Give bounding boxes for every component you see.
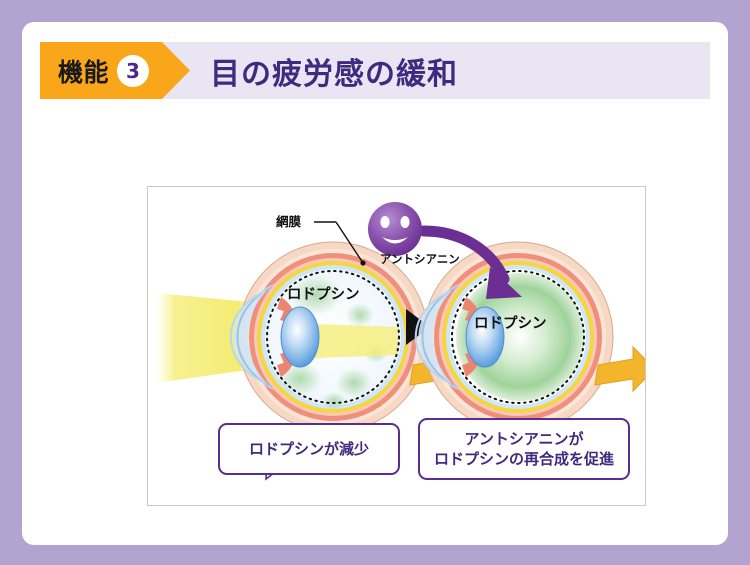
function-badge-label: 機能: [58, 57, 110, 87]
caption-right: アントシアニンが ロドプシンの再合成を促進: [418, 418, 630, 480]
rhodopsin-label-right: ロドプシン: [474, 316, 547, 332]
page-title: 目の疲労感の緩和: [210, 56, 458, 92]
rhodopsin-restored-fill: [456, 273, 584, 401]
caption-right-line2: ロドプシンの再合成を促進: [433, 450, 614, 468]
anthocyanin-smiley-icon: [368, 202, 422, 256]
section-header: 機能 3 目の疲労感の緩和: [40, 42, 710, 99]
right-eye-group: [368, 202, 656, 479]
diagram-stage: 網膜 アントシアニン ロドプシン ロドプシン: [148, 187, 656, 505]
caption-right-text: アントシアニンが ロドプシンの再合成を促進: [434, 429, 614, 470]
caption-right-line1: アントシアニンが: [464, 429, 584, 448]
anthocyanin-label: アントシアニン: [380, 252, 460, 266]
function-badge-number: 3: [117, 54, 150, 87]
diagram-frame: 網膜 アントシアニン ロドプシン ロドプシン: [147, 186, 656, 506]
eye-comparison-illustration: [156, 202, 656, 481]
function-badge: 機能 3: [40, 42, 190, 99]
retina-label: 網膜: [276, 214, 302, 229]
rhodopsin-label-left: ロドプシン: [287, 287, 360, 303]
caption-left: ロドプシンが減少: [218, 423, 400, 475]
synthesis-arrow-icon: [418, 225, 522, 299]
content-card: 機能 3 目の疲労感の緩和: [22, 22, 728, 545]
caption-left-text: ロドプシンが減少: [248, 439, 369, 458]
retina-pointer: [314, 221, 366, 266]
left-eye-group: [156, 221, 471, 481]
optic-nerve-arrow-icon-right: [594, 345, 656, 393]
